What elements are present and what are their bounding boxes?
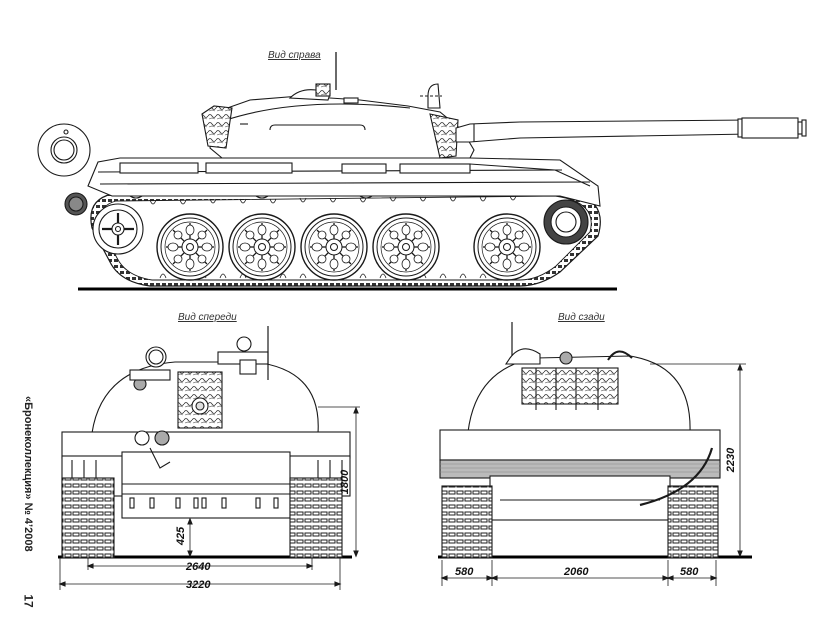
rear-view (438, 322, 752, 586)
front-view (58, 326, 360, 590)
dim-overall-width: 3220 (186, 579, 211, 591)
side-view-label: Вид справа (268, 50, 321, 61)
dim-track-centers: 2640 (186, 561, 211, 573)
side-view (37, 52, 807, 291)
dim-overall-height: 2230 (725, 447, 738, 473)
dim-rear-track-right: 580 (680, 566, 699, 578)
dim-rear-track-left: 580 (455, 566, 474, 578)
dim-hull-height: 1800 (339, 469, 352, 495)
dim-rear-between-tracks: 2060 (564, 566, 589, 578)
rear-view-label: Вид сзади (558, 312, 605, 323)
publication-caption: «Бронеколлекция» № 4’2008 (22, 396, 34, 552)
dim-ground-clearance: 425 (175, 526, 188, 546)
front-view-label: Вид спереди (178, 312, 237, 323)
page-number: 17 (21, 594, 36, 608)
